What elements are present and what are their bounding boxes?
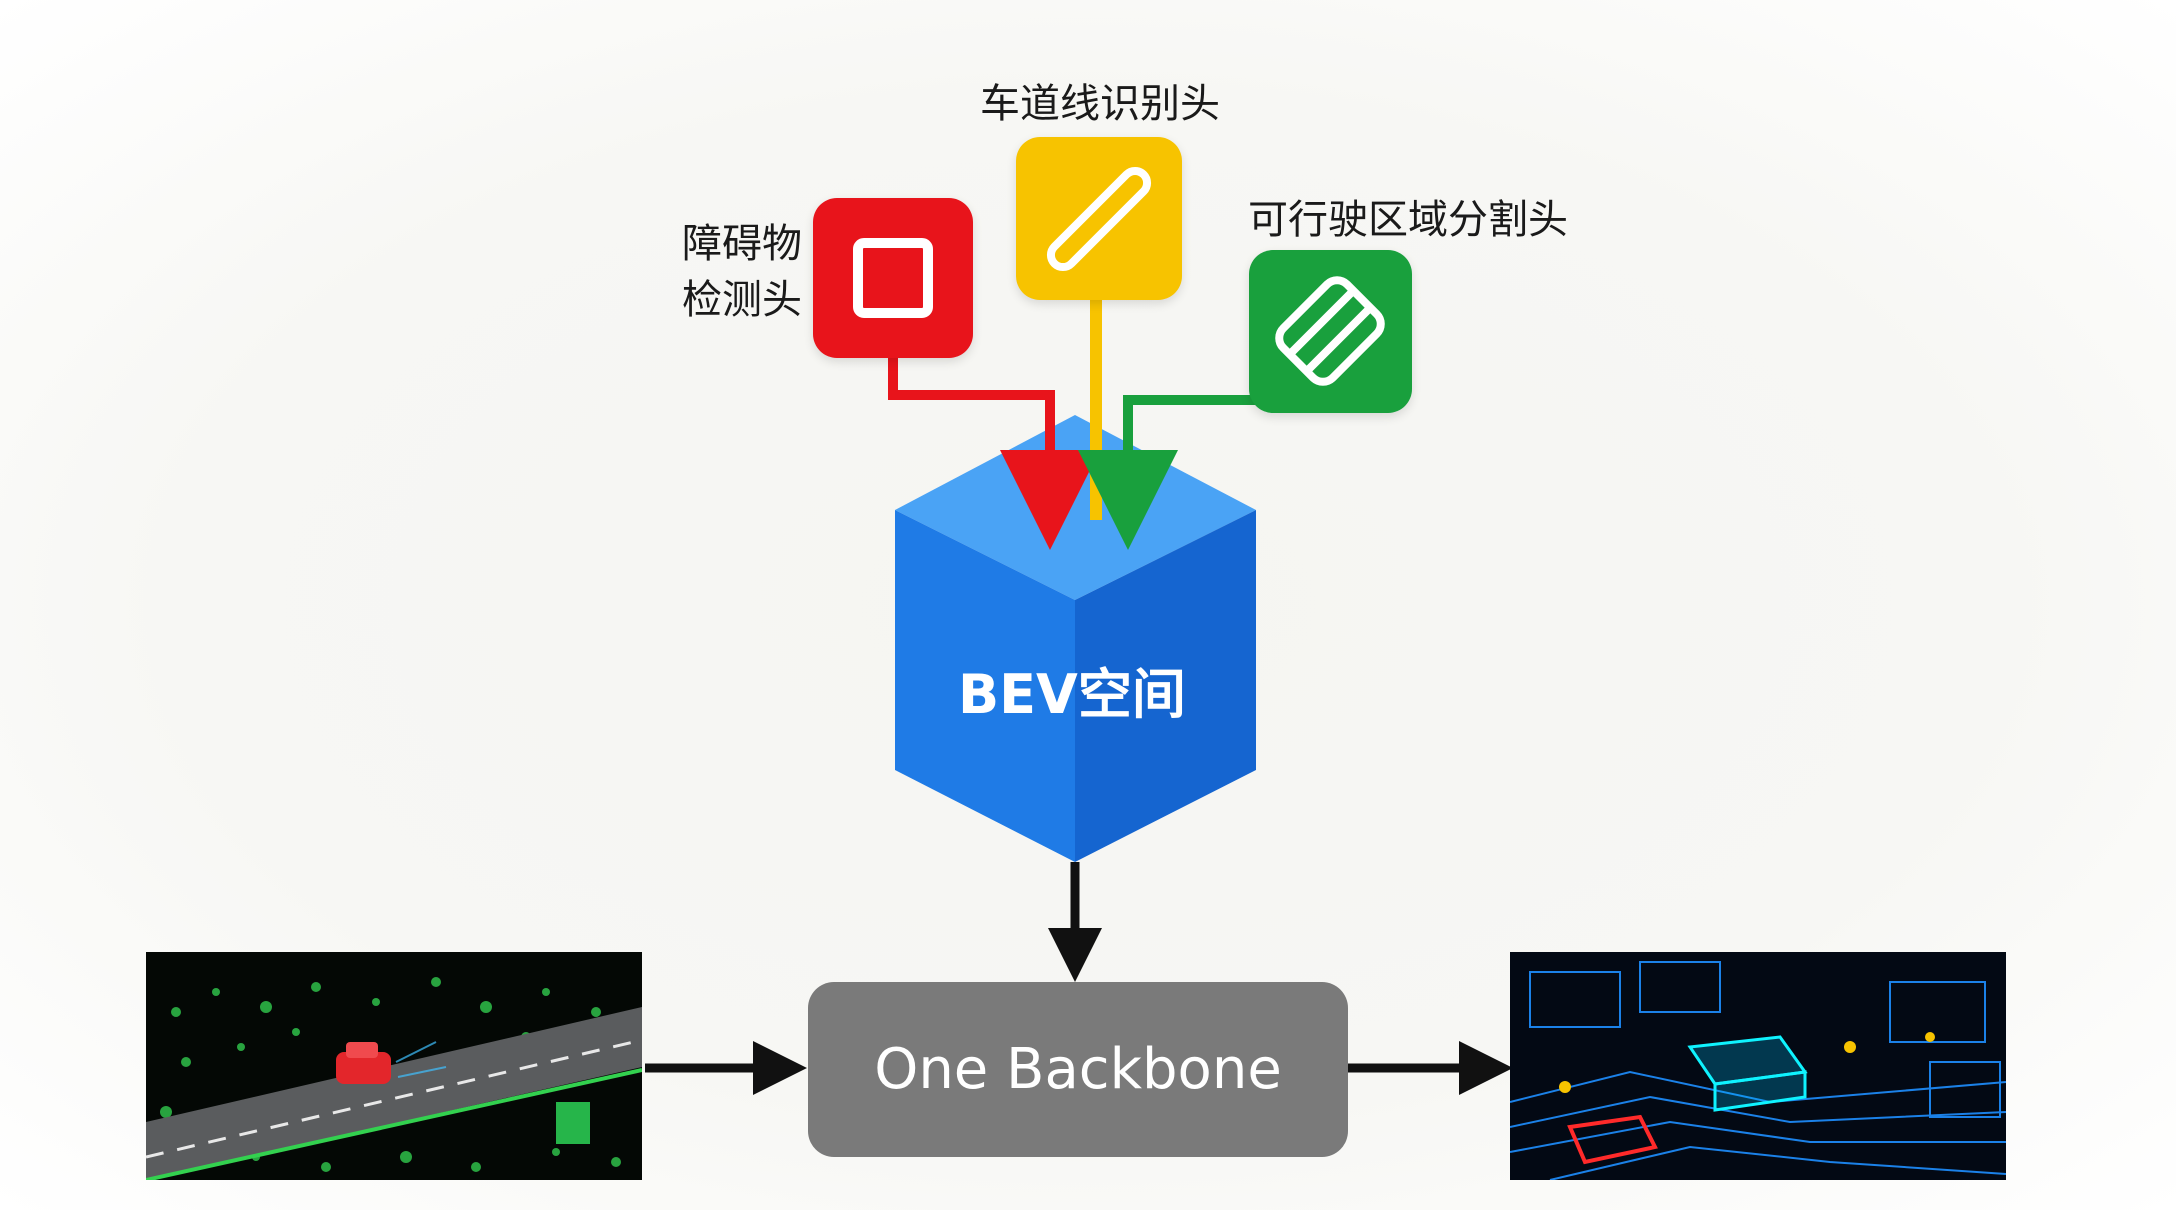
drivable-head-box: [1249, 250, 1412, 413]
obstacle-head-box: [813, 198, 973, 358]
obstacle-head-label: 障碍物 检测头: [682, 221, 802, 323]
input-scene-drawing: [146, 952, 642, 1180]
input-scene-image: [146, 952, 642, 1180]
bev-label: BEV空间: [958, 663, 1186, 726]
output-scene-image: [1510, 952, 2006, 1180]
drivable-head-label: 可行驶区域分割头: [1248, 197, 1568, 243]
lane-head-box: [1016, 137, 1182, 300]
obstacle-head-connector: [888, 355, 1100, 550]
bev-cube: [895, 415, 1256, 862]
diagonal-line-icon: [1046, 166, 1152, 272]
bev-cube-left: [895, 510, 1075, 862]
backbone-box: One Backbone: [808, 982, 1348, 1157]
bev-cube-right: [1075, 510, 1256, 862]
lane-head-label: 车道线识别头: [980, 81, 1220, 127]
output-scene-drawing: [1510, 952, 2006, 1180]
drivable-head-connector: [1078, 395, 1262, 550]
square-outline-icon: [853, 238, 933, 318]
stripes-diamond-icon: [1275, 276, 1385, 386]
